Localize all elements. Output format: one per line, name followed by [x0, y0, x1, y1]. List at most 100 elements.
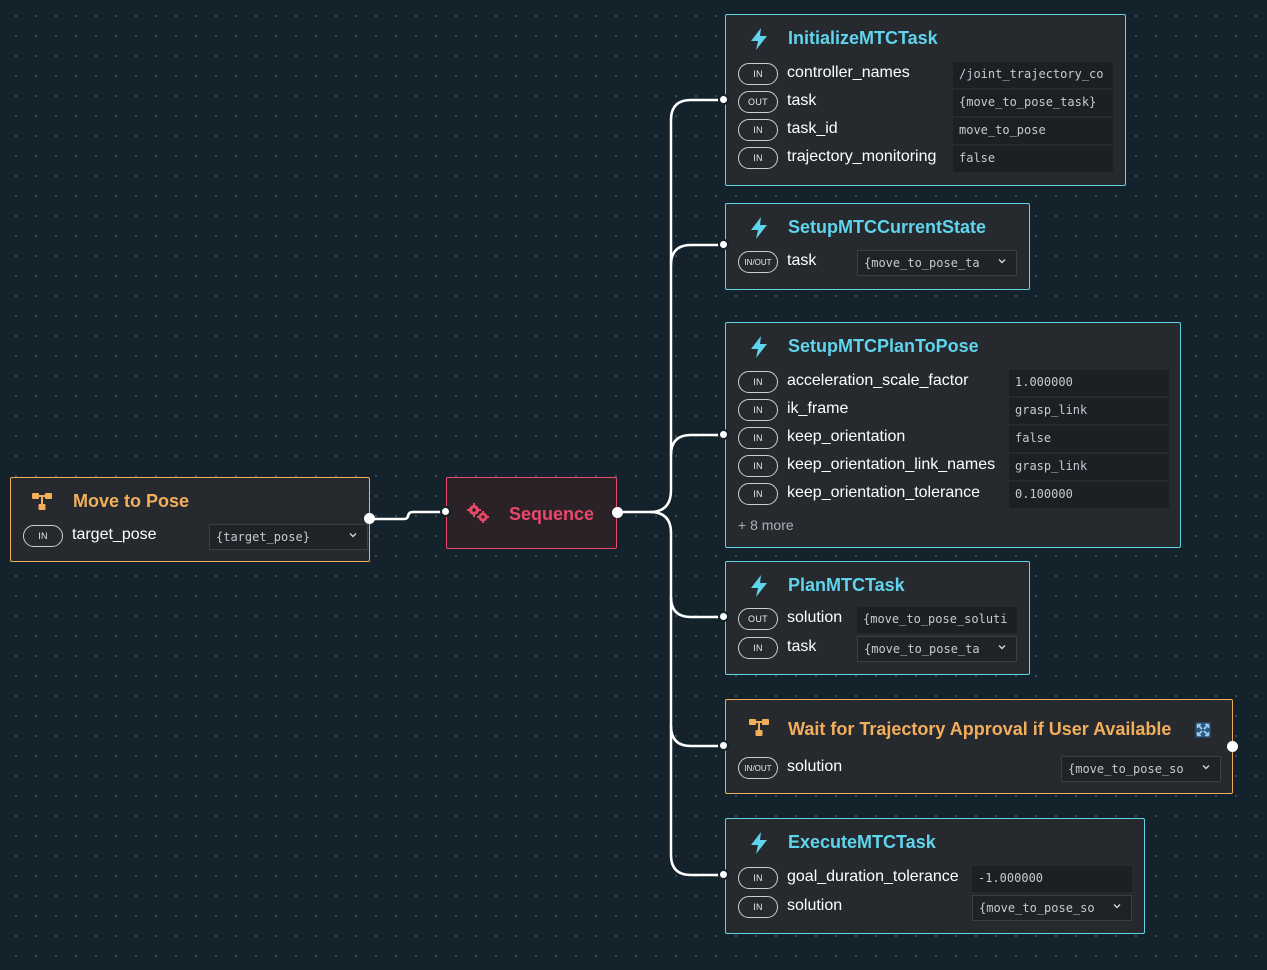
- output-handle[interactable]: [1227, 741, 1238, 752]
- input-handle[interactable]: [718, 740, 729, 751]
- port-direction-badge: IN: [738, 147, 778, 169]
- edge-move-to-pose-sequence: [370, 510, 443, 521]
- edge-sequence-plan-mtc-task: [649, 510, 722, 619]
- port-value-input[interactable]: /joint_trajectory_co: [953, 62, 1113, 88]
- port-value-text: {move_to_pose_ta: [864, 642, 980, 656]
- port-name: solution: [787, 609, 843, 626]
- port-name: task: [787, 252, 817, 269]
- port-value-input[interactable]: false: [953, 146, 1113, 172]
- node-title: SetupMTCCurrentState: [788, 217, 987, 237]
- input-handle[interactable]: [718, 429, 729, 440]
- port-direction-badge: IN: [738, 637, 778, 659]
- port-name: ik_frame: [787, 400, 849, 417]
- input-handle[interactable]: [718, 94, 729, 105]
- node-title: Sequence: [509, 504, 595, 524]
- port-value-input[interactable]: {move_to_pose_task}: [953, 90, 1113, 116]
- edge-sequence-setup-current-state: [669, 243, 722, 266]
- input-handle[interactable]: [718, 611, 729, 622]
- port-value-input[interactable]: 1.000000: [1009, 370, 1169, 396]
- port-row-solution[interactable]: IN solution {move_to_pose_so: [738, 895, 1132, 921]
- node-title: PlanMTCTask: [788, 575, 905, 595]
- node-title: Wait for Trajectory Approval if User Ava…: [788, 719, 1172, 739]
- port-value-input[interactable]: -1.000000: [972, 866, 1132, 892]
- input-handle[interactable]: [440, 506, 451, 517]
- lightning-icon: [751, 336, 767, 358]
- node-sequence[interactable]: Sequence: [446, 477, 617, 549]
- port-value-input[interactable]: move_to_pose: [953, 118, 1113, 144]
- chevron-down-icon[interactable]: [1202, 763, 1210, 771]
- port-value-select[interactable]: {move_to_pose_ta: [857, 250, 1017, 276]
- port-row-task[interactable]: OUT task {move_to_pose_task}: [738, 90, 1113, 116]
- node-title: ExecuteMTCTask: [788, 832, 936, 852]
- output-handle[interactable]: [612, 507, 623, 518]
- edge-sequence-initialize: [618, 98, 722, 514]
- node-plan-mtc-task[interactable]: PlanMTCTask OUT solution {move_to_pose_s…: [725, 561, 1030, 675]
- input-handle[interactable]: [718, 239, 729, 250]
- node-wait-for-trajectory-approval[interactable]: Wait for Trajectory Approval if User Ava…: [725, 699, 1233, 794]
- port-row-solution[interactable]: IN/OUT solution {move_to_pose_so: [738, 756, 1221, 782]
- port-value-input[interactable]: {move_to_pose_soluti: [857, 607, 1017, 633]
- port-value-input[interactable]: 0.100000: [1009, 482, 1169, 508]
- port-row-keep-orientation[interactable]: IN keep_orientation false: [738, 426, 1169, 452]
- input-handle[interactable]: [718, 869, 729, 880]
- port-name: goal_duration_tolerance: [787, 868, 959, 885]
- port-value-select[interactable]: {move_to_pose_so: [1061, 756, 1221, 782]
- node-title: Move to Pose: [73, 491, 190, 511]
- port-row-task[interactable]: IN task {move_to_pose_ta: [738, 636, 1017, 662]
- chevron-down-icon[interactable]: [998, 643, 1006, 651]
- port-value-select[interactable]: {move_to_pose_so: [972, 895, 1132, 921]
- port-direction-badge: IN: [738, 119, 778, 141]
- port-row-target-pose[interactable]: IN target_pose {target_pose}: [23, 524, 368, 550]
- port-value-select[interactable]: {move_to_pose_ta: [857, 636, 1017, 662]
- port-value-select[interactable]: {target_pose}: [209, 524, 368, 550]
- port-row-acceleration-scale-factor[interactable]: IN acceleration_scale_factor 1.000000: [738, 370, 1169, 396]
- port-row-task-id[interactable]: IN task_id move_to_pose: [738, 118, 1113, 144]
- port-row-keep-orientation-tolerance[interactable]: IN keep_orientation_tolerance 0.100000: [738, 482, 1169, 508]
- port-name: keep_orientation_tolerance: [787, 484, 981, 501]
- lightning-icon: [751, 832, 767, 854]
- port-row-keep-orientation-link-names[interactable]: IN keep_orientation_link_names grasp_lin…: [738, 454, 1169, 480]
- chevron-down-icon[interactable]: [349, 531, 357, 539]
- chevron-down-icon[interactable]: [1113, 902, 1121, 910]
- port-direction-badge: IN: [738, 63, 778, 85]
- node-setup-mtc-current-state[interactable]: SetupMTCCurrentState IN/OUT task {move_t…: [725, 203, 1030, 290]
- expand-icon[interactable]: [1195, 722, 1211, 738]
- port-name: acceleration_scale_factor: [787, 372, 969, 389]
- port-direction-badge: IN/OUT: [738, 757, 778, 779]
- port-direction-badge: IN: [738, 896, 778, 918]
- port-direction-badge: IN: [738, 867, 778, 889]
- port-row-ik-frame[interactable]: IN ik_frame grasp_link: [738, 398, 1169, 424]
- port-row-goal-duration-tolerance[interactable]: IN goal_duration_tolerance -1.000000: [738, 866, 1132, 892]
- port-row-trajectory-monitoring[interactable]: IN trajectory_monitoring false: [738, 146, 1113, 172]
- node-setup-mtc-plan-to-pose[interactable]: SetupMTCPlanToPose IN acceleration_scale…: [725, 322, 1181, 548]
- node-execute-mtc-task[interactable]: ExecuteMTCTask IN goal_duration_toleranc…: [725, 818, 1145, 934]
- port-row-controller-names[interactable]: IN controller_names /joint_trajectory_co: [738, 62, 1113, 88]
- port-value-input[interactable]: grasp_link: [1009, 398, 1169, 424]
- port-direction-badge: IN: [738, 371, 778, 393]
- port-value-text: {move_to_pose_ta: [864, 256, 980, 270]
- edge-sequence-setup-plan-to-pose: [669, 433, 722, 456]
- port-name: controller_names: [787, 64, 910, 81]
- node-move-to-pose[interactable]: Move to Pose IN target_pose {target_pose…: [10, 477, 370, 562]
- port-name: task: [787, 638, 817, 655]
- port-direction-badge: IN/OUT: [738, 251, 778, 273]
- port-name: target_pose: [72, 526, 157, 543]
- port-name: trajectory_monitoring: [787, 148, 937, 165]
- node-title: InitializeMTCTask: [788, 28, 938, 48]
- edge-sequence-execute: [669, 726, 722, 877]
- more-ports-link[interactable]: + 8 more: [738, 517, 794, 533]
- port-direction-badge: OUT: [738, 91, 778, 113]
- port-value-text: {target_pose}: [216, 530, 310, 544]
- port-direction-badge: IN: [738, 427, 778, 449]
- port-name: task: [787, 92, 817, 109]
- chevron-down-icon[interactable]: [998, 257, 1006, 265]
- port-row-solution[interactable]: OUT solution {move_to_pose_soluti: [738, 607, 1017, 633]
- lightning-icon: [751, 575, 767, 597]
- output-handle[interactable]: [364, 513, 375, 524]
- port-name: solution: [787, 897, 843, 914]
- port-value-input[interactable]: grasp_link: [1009, 454, 1169, 480]
- port-value-input[interactable]: false: [1009, 426, 1169, 452]
- port-row-task[interactable]: IN/OUT task {move_to_pose_ta: [738, 250, 1017, 276]
- port-direction-badge: OUT: [738, 608, 778, 630]
- node-initialize-mtc-task[interactable]: InitializeMTCTask IN controller_names /j…: [725, 14, 1126, 186]
